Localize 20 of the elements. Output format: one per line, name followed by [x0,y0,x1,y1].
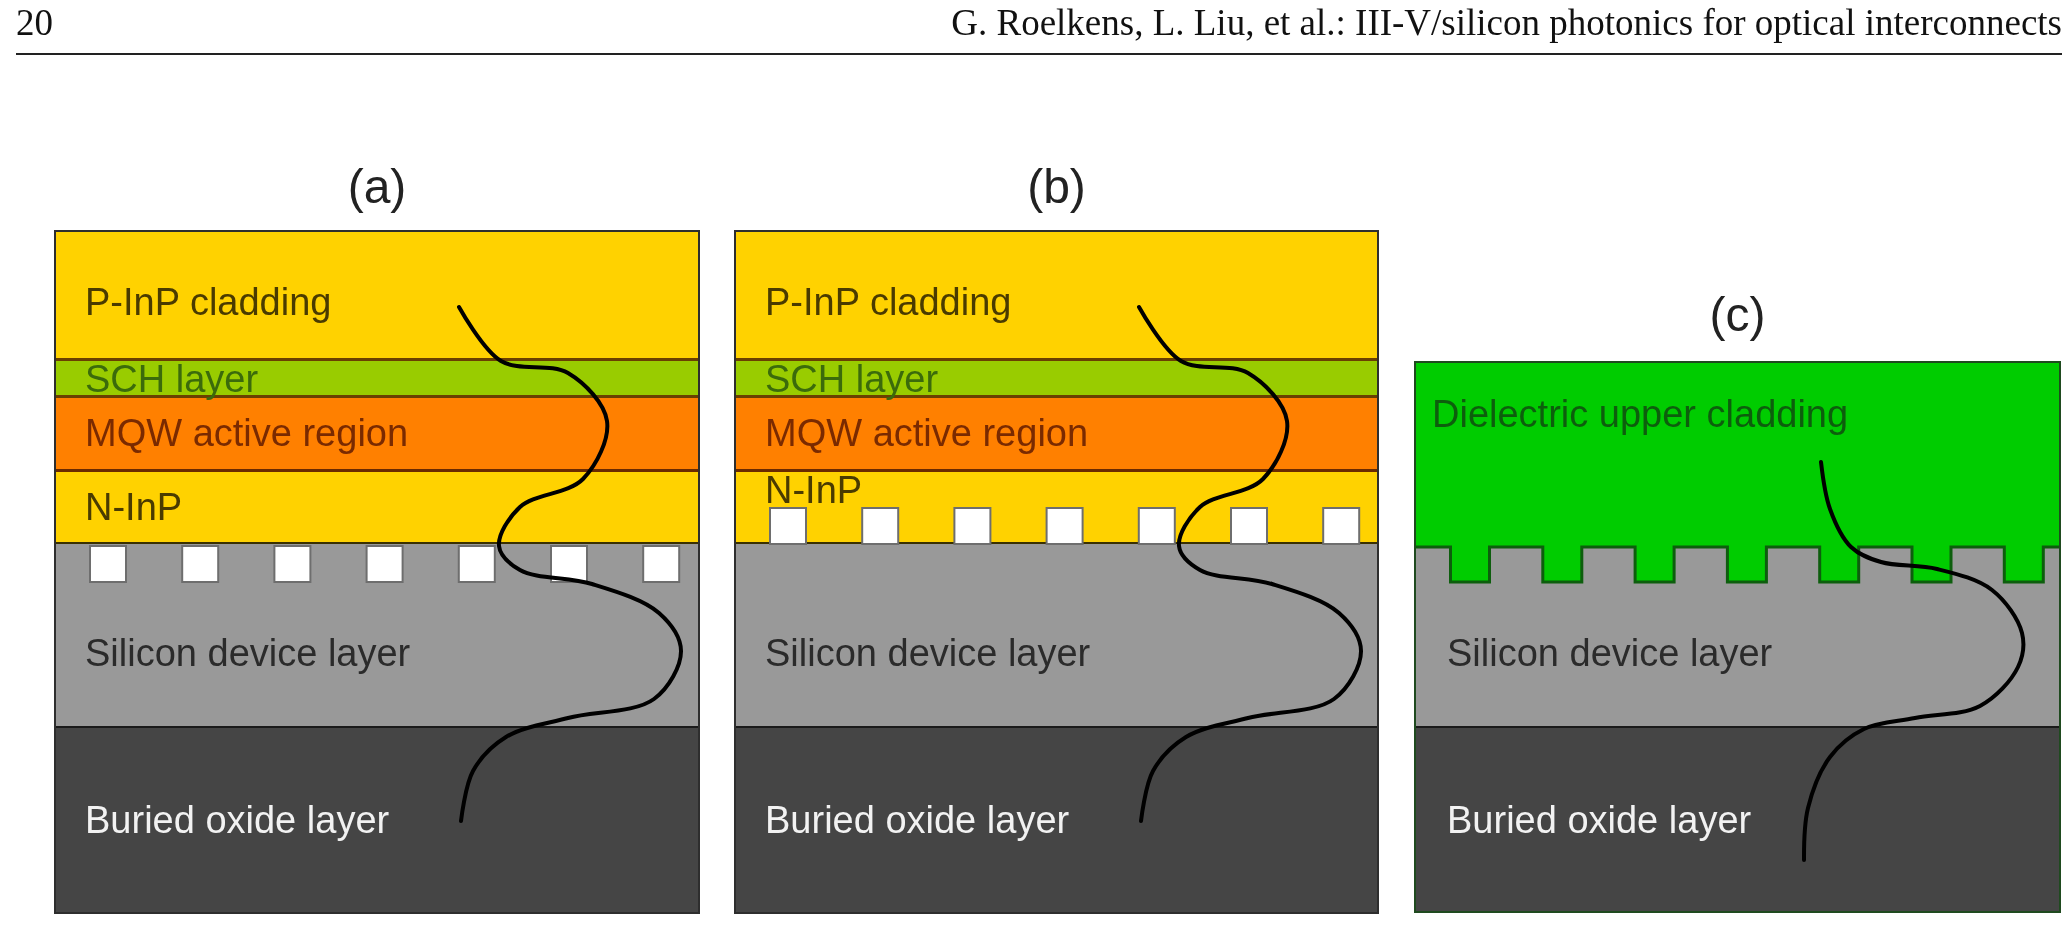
running-header: G. Roelkens, L. Liu, et al.: III-V/silicon photonics for optical interconnects [951,4,2062,41]
material-layer [736,361,1377,398]
material-layer [56,728,698,912]
material-layer [736,398,1377,472]
panel-label: (a) [347,163,407,211]
material-layer [1416,363,2059,547]
material-layer [56,232,698,361]
material-layer [56,544,698,728]
page-number: 20 [16,4,53,41]
material-layer [736,544,1377,728]
material-layer [56,361,698,398]
material-layer [736,728,1377,912]
layer-label: N-InP [765,472,863,508]
material-layer [56,398,698,472]
material-layer [1416,728,2059,911]
panel-label: (c) [1709,291,1766,339]
panel-label: (b) [1027,163,1086,211]
material-layer [736,232,1377,361]
layer-label: N-InP [85,489,183,525]
material-layer [56,472,698,544]
